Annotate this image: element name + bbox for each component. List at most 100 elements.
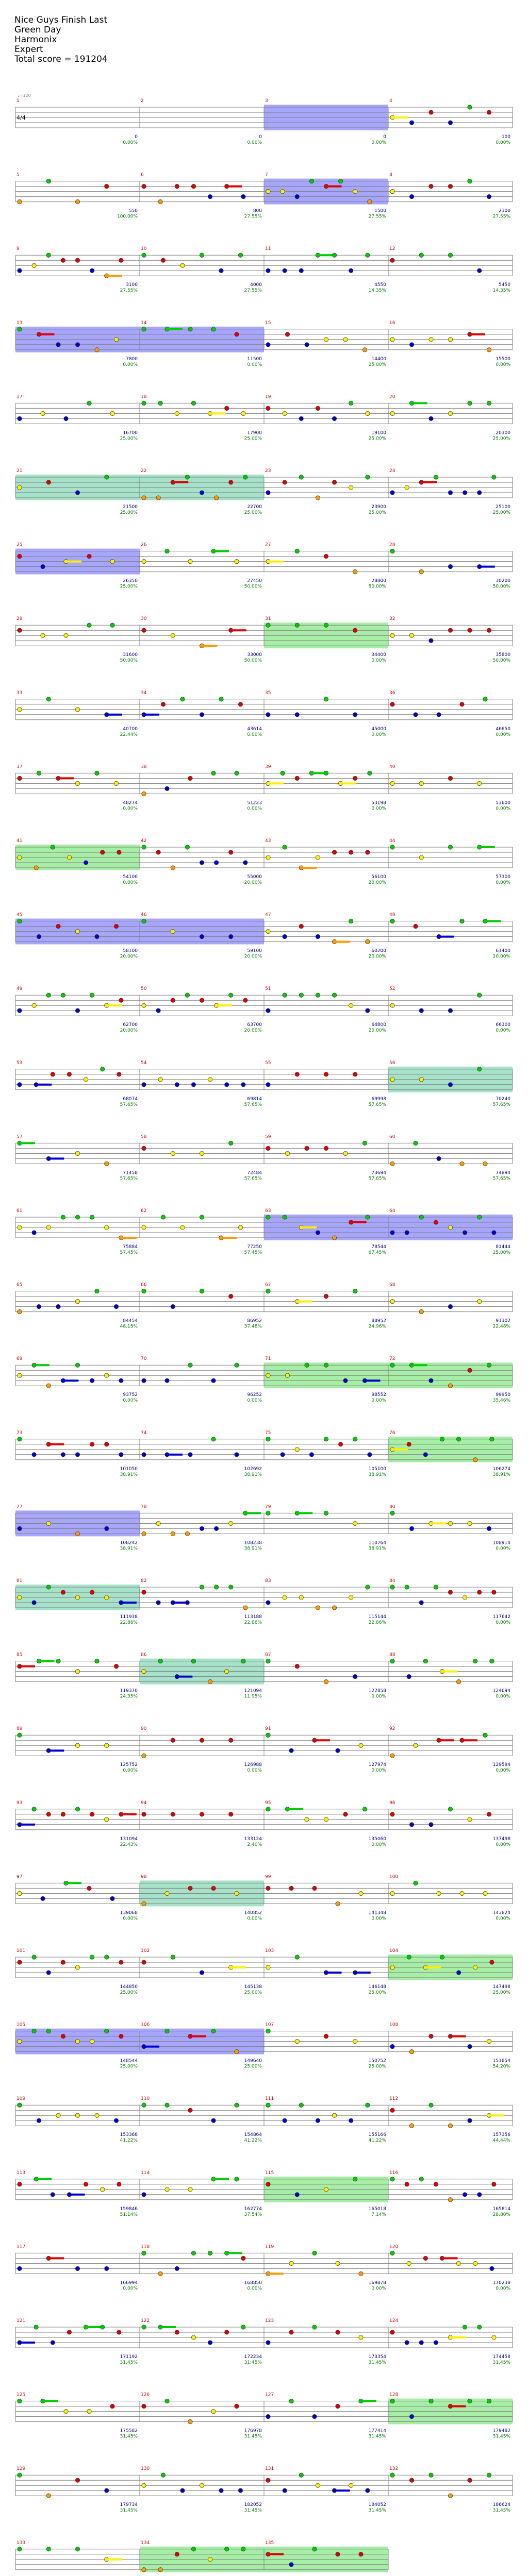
measure-score: 106274	[493, 1467, 511, 1472]
measure-number: 114	[141, 2170, 150, 2176]
note-gem	[467, 2399, 472, 2404]
note-gem	[282, 1595, 287, 1600]
measure-percent: 50.00%	[244, 658, 262, 663]
note-gem	[390, 490, 395, 495]
measure-percent: 25.00%	[244, 510, 262, 515]
note-gem	[448, 564, 453, 569]
measure-percent: 57.65%	[120, 1102, 138, 1107]
note-gem	[467, 2118, 472, 2123]
note-gem	[390, 1362, 395, 1368]
measure-score: 31600	[123, 652, 138, 658]
note-gem	[404, 1230, 409, 1235]
note-gem	[75, 707, 80, 712]
note-gem	[141, 1669, 146, 1674]
note-gem	[433, 2182, 438, 2187]
note-gem	[141, 1812, 146, 1817]
measure-score: 144850	[120, 1984, 138, 1990]
note-gem	[174, 2330, 179, 2335]
measure-percent: 25.00%	[244, 2064, 262, 2069]
measure-score: 176978	[244, 2429, 262, 2434]
note-gem	[75, 1743, 80, 1748]
measure-number: 106	[141, 2023, 150, 2028]
note-gem	[199, 860, 205, 865]
note-gem	[224, 1669, 229, 1674]
measure-number: 44	[389, 838, 395, 844]
note-gem	[158, 1077, 163, 1082]
note-gem	[141, 2483, 146, 2488]
measure-score: 148544	[120, 2059, 138, 2064]
note-gem	[266, 189, 271, 194]
note-gem	[294, 549, 300, 554]
measure-number: 134	[141, 2540, 150, 2546]
measure-number: 135	[265, 2540, 274, 2546]
note-gem	[185, 845, 190, 850]
note-gem	[349, 2483, 354, 2488]
note-gem	[483, 1161, 488, 1166]
measure-number: 22	[141, 468, 146, 474]
note-gem	[113, 1304, 119, 1309]
note-gem	[477, 2325, 482, 2330]
note-gem	[367, 199, 372, 205]
time-signature: 4/4	[16, 114, 26, 121]
measure-score: 159846	[120, 2207, 138, 2212]
note-gem	[390, 2250, 395, 2255]
note-gem	[419, 2340, 424, 2345]
note-gem	[419, 781, 424, 786]
note-gem	[75, 1008, 80, 1013]
note-gem	[419, 855, 424, 860]
note-gem	[40, 633, 45, 638]
note-gem	[477, 1590, 482, 1595]
measure-score: 54100	[123, 874, 138, 880]
measure-score: 149640	[244, 2059, 262, 2064]
note-gem	[419, 2177, 424, 2182]
measure-percent: 38.91%	[369, 1546, 387, 1551]
measure-percent: 0.00%	[496, 732, 510, 737]
note-gem	[188, 2108, 193, 2113]
note-gem	[266, 622, 271, 628]
measure-score: 154864	[244, 2132, 262, 2137]
note-gem	[46, 1812, 51, 1817]
measure-score: 550	[129, 209, 138, 214]
note-gem	[174, 184, 179, 189]
measure-percent: 0.00%	[496, 1620, 510, 1625]
measure-percent: 48.15%	[120, 1324, 138, 1329]
note-gem	[211, 1885, 216, 1891]
measure-score: 119370	[120, 1689, 138, 1694]
note-gem	[164, 786, 170, 791]
note-gem	[224, 1082, 229, 1087]
measure-number: 81	[16, 1578, 22, 1584]
note-gem	[486, 1812, 492, 1817]
measure-percent: 31.45%	[369, 2360, 387, 2365]
note-gem	[477, 781, 482, 786]
measure-percent: 57.45%	[120, 1250, 138, 1255]
note-gem	[448, 2493, 453, 2498]
note-gem	[349, 268, 354, 273]
measure-percent: 38.91%	[493, 1472, 511, 1477]
note-gem	[282, 411, 287, 416]
note-gem	[419, 1008, 424, 1013]
note-gem	[459, 919, 465, 924]
note-gem	[436, 1891, 441, 1896]
measure-number: 123	[265, 2318, 274, 2324]
note-gem	[367, 1452, 372, 1457]
note-gem	[358, 1891, 364, 1896]
measure-number: 59	[265, 1134, 271, 1139]
note-gem	[17, 919, 22, 924]
note-gem	[141, 1289, 146, 1294]
note-gem	[75, 1807, 80, 1812]
note-gem	[409, 633, 415, 638]
measure-number: 34	[141, 691, 147, 696]
measure-number: 18	[141, 394, 147, 399]
measure-number: 32	[389, 616, 395, 621]
note-gem	[323, 1437, 329, 1442]
note-gem	[141, 1960, 146, 1965]
note-gem	[332, 850, 337, 855]
measure-score: 64800	[371, 1022, 386, 1028]
note-gem	[17, 628, 22, 633]
note-gem	[294, 2039, 300, 2044]
note-gem	[90, 1442, 95, 1447]
measure-number: 29	[16, 616, 23, 621]
note-gem	[343, 1378, 348, 1383]
note-gem	[285, 1373, 290, 1378]
measure-number: 103	[265, 1948, 274, 1954]
